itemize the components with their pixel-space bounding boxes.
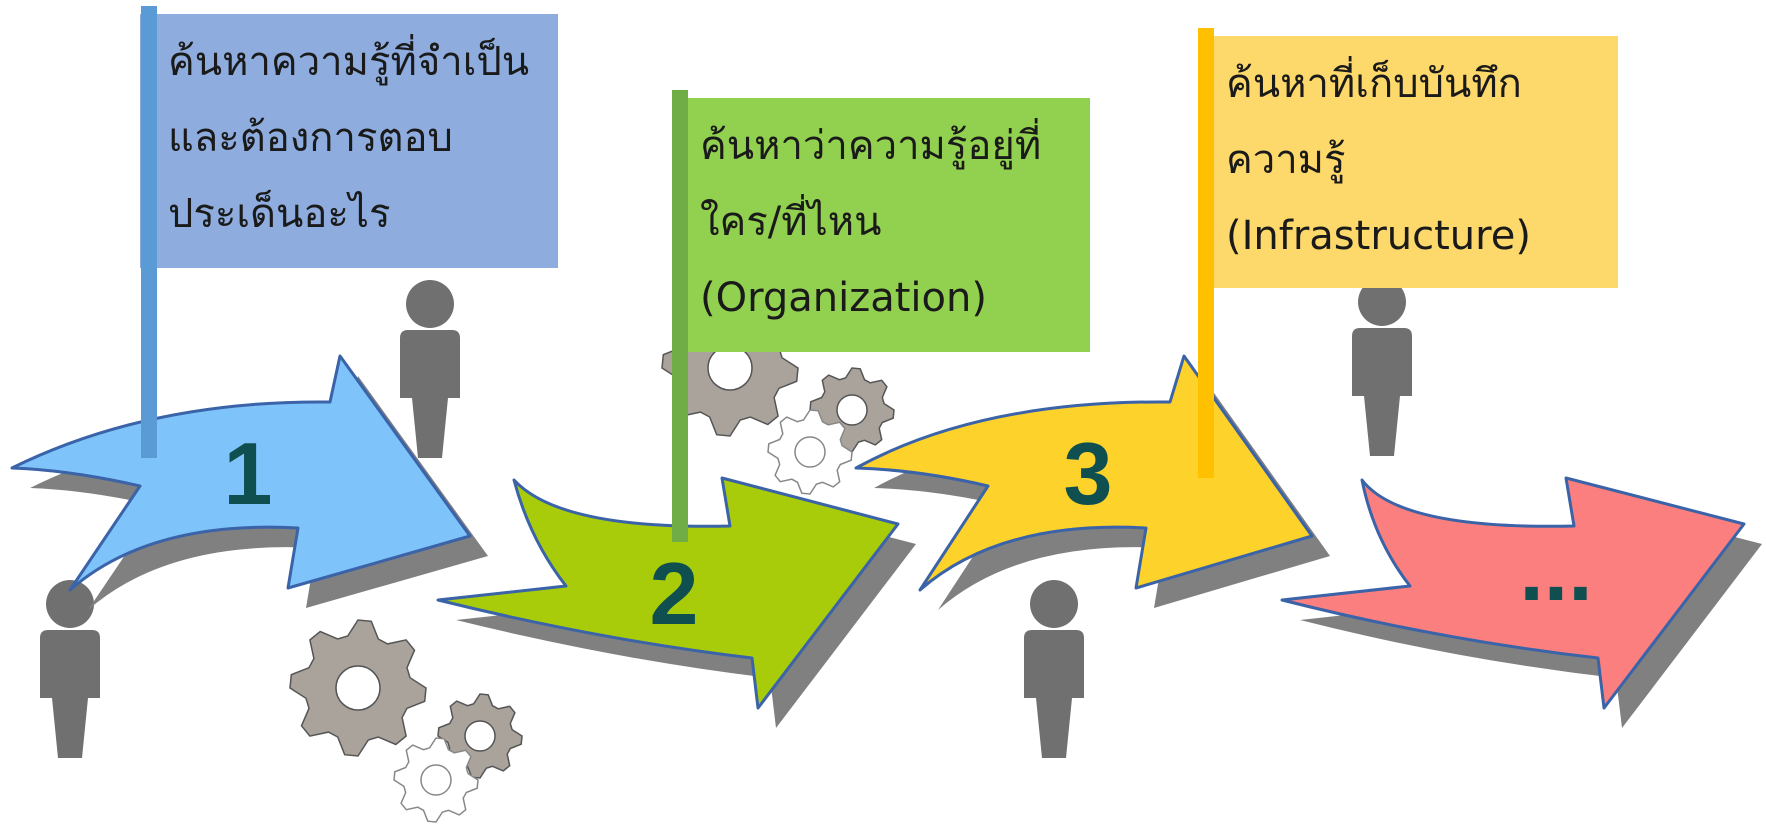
- gear-icon: [289, 619, 427, 757]
- flag-3-line-3: (Infrastructure): [1226, 213, 1531, 259]
- gear-icon: [767, 409, 853, 495]
- flag-3-pole: [1198, 28, 1214, 478]
- person-icon: [400, 280, 460, 458]
- flag-2: [674, 98, 1090, 352]
- flag-2-line-1: ค้นหาว่าความรู้อยู่ที่: [700, 123, 1042, 169]
- step-4-number: ...: [1519, 520, 1592, 619]
- flag-3: [1200, 36, 1618, 288]
- person-icon: [40, 580, 100, 758]
- flag-2-pole: [672, 90, 688, 542]
- flag-3-text: ค้นหาที่เก็บบันทึก ความรู้ (Infrastructu…: [1226, 46, 1531, 274]
- step-2-arrow: [436, 476, 916, 728]
- step-2-number: 2: [650, 544, 699, 643]
- flag-2-line-3: (Organization): [700, 275, 987, 321]
- flag-1-pole: [141, 6, 157, 458]
- step-1-number: 1: [224, 424, 273, 523]
- person-icon: [1352, 278, 1412, 456]
- flag-1-line-2: และต้องการตอบ: [168, 115, 453, 161]
- flag-1-line-3: ประเด็นอะไร: [168, 191, 391, 237]
- step-1-arrow: [10, 354, 488, 610]
- person-icon: [1024, 580, 1084, 758]
- flag-3-line-2: ความรู้: [1226, 137, 1346, 183]
- flag-1-line-1: ค้นหาความรู้ที่จำเป็น: [168, 39, 530, 85]
- flag-1-text: ค้นหาความรู้ที่จำเป็น และต้องการตอบ ประเ…: [168, 24, 529, 252]
- step-3-number: 3: [1064, 424, 1113, 523]
- flag-3-line-1: ค้นหาที่เก็บบันทึก: [1226, 61, 1522, 107]
- flag-2-line-2: ใคร/ที่ไหน: [700, 199, 882, 245]
- gear-icon: [393, 737, 479, 823]
- flag-2-text: ค้นหาว่าความรู้อยู่ที่ ใคร/ที่ไหน (Organ…: [700, 108, 1041, 336]
- step-4-arrow: [1280, 476, 1762, 728]
- flag-1: [140, 14, 558, 268]
